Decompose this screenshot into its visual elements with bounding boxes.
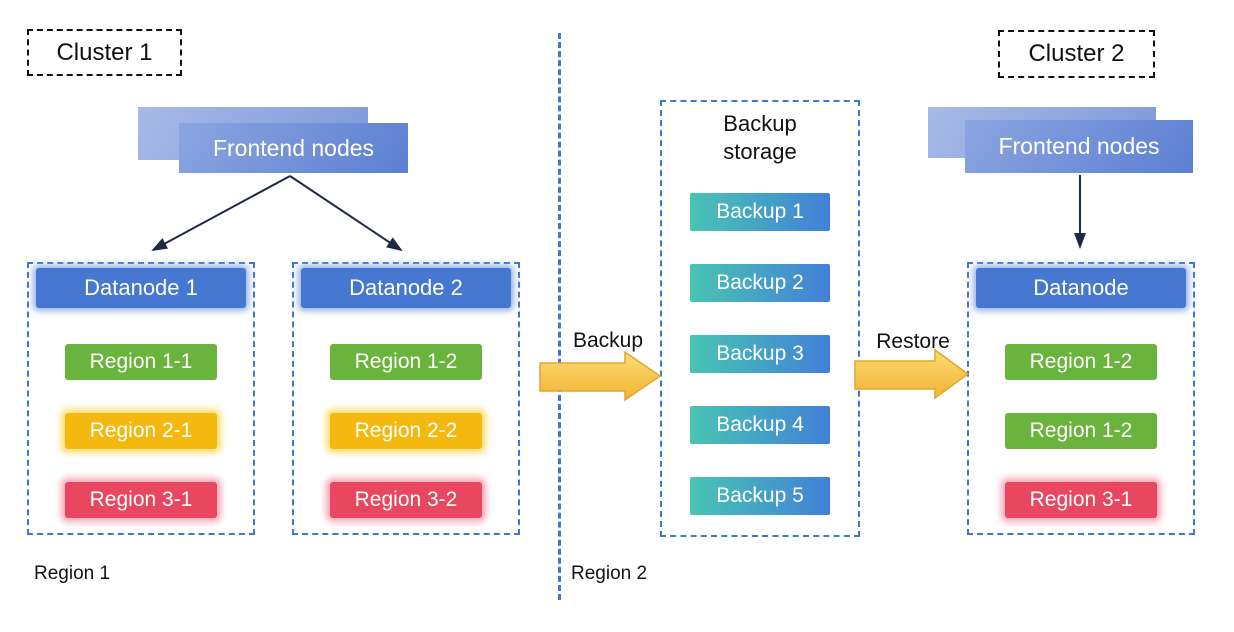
cluster1-label-box: Cluster 1	[27, 29, 182, 76]
cluster1-label: Cluster 1	[56, 38, 153, 66]
datanode1-header: Datanode 1	[36, 268, 246, 308]
datanode1-box: Datanode 1 Region 1-1 Region 2-1 Region …	[27, 262, 255, 535]
region-chip: Region 1-1	[65, 344, 217, 380]
cluster2-label: Cluster 2	[1028, 40, 1125, 67]
backup-item: Backup 4	[690, 406, 830, 444]
backup-item: Backup 2	[690, 264, 830, 302]
datanode-right-box: Datanode Region 1-2 Region 1-2 Region 3-…	[967, 262, 1195, 535]
backup-storage-title: Backup storage	[723, 111, 797, 164]
datanode-right-header: Datanode	[976, 268, 1186, 308]
restore-arrow	[854, 348, 970, 400]
region-chip: Region 1-2	[1005, 413, 1157, 449]
frontend-left-label: Frontend nodes	[212, 134, 375, 161]
region2-footer-label: Region 2	[571, 563, 648, 584]
region-chip: Region 2-1	[65, 413, 217, 449]
arrow-frontend-to-datanode1	[151, 175, 291, 251]
backup-storage-box: Backup storage Backup 1 Backup 2 Backup …	[660, 100, 860, 537]
frontend-left-node: Frontend nodes	[179, 123, 408, 173]
region-divider-line	[558, 33, 561, 600]
frontend-right-node: Frontend nodes	[965, 120, 1193, 173]
region-chip: Region 1-2	[330, 344, 482, 380]
frontend-right-label: Frontend nodes	[998, 133, 1160, 159]
backup-item: Backup 3	[690, 335, 830, 373]
datanode2-header: Datanode 2	[301, 268, 511, 308]
region1-footer-label: Region 1	[34, 563, 111, 584]
region-chip: Region 3-1	[1005, 482, 1157, 518]
datanode2-box: Datanode 2 Region 1-2 Region 2-2 Region …	[292, 262, 520, 535]
arrow-frontend-to-datanode2	[289, 175, 403, 252]
restore-flow-label: Restore	[876, 330, 950, 353]
region-chip: Region 1-2	[1005, 344, 1157, 380]
region-chip: Region 3-2	[330, 482, 482, 518]
region-chip: Region 2-2	[330, 413, 482, 449]
backup-flow-label: Backup	[572, 329, 644, 352]
backup-item: Backup 1	[690, 193, 830, 231]
region-chip: Region 3-1	[65, 482, 217, 518]
cluster2-label-box: Cluster 2	[998, 30, 1155, 78]
backup-item: Backup 5	[690, 477, 830, 515]
